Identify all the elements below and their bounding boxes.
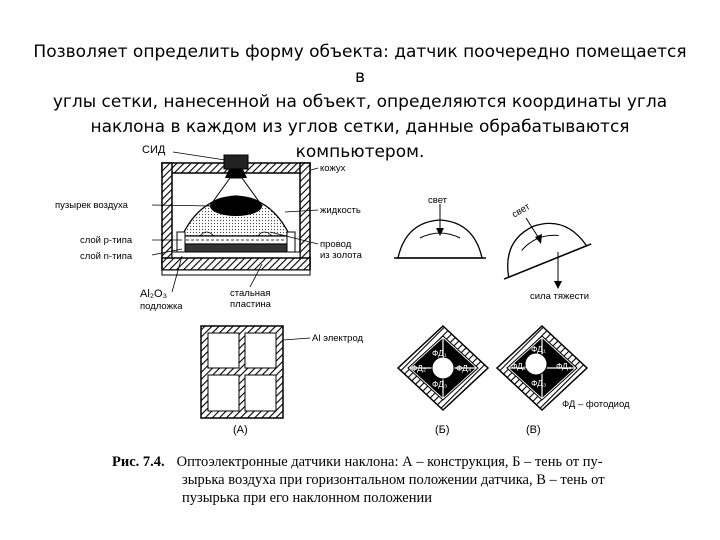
label-gold-wire-2: из золота <box>320 250 363 261</box>
panel-b-fd4: ФД₄ <box>456 363 472 373</box>
al2o3-substrate <box>171 251 301 259</box>
grid-cell-1 <box>207 332 240 369</box>
label-fd-legend: ФД – фотодиод <box>562 399 630 410</box>
label-panel-b: (Б) <box>435 424 450 436</box>
n-type-layer <box>181 243 291 253</box>
slide-text-line-2: углы сетки, нанесенной на объект, опреде… <box>52 92 668 112</box>
base-plate <box>161 269 311 276</box>
electrode-grid: Al электрод (А) <box>200 325 364 436</box>
caption-line-1: Оптоэлектронные датчики наклона: А – кон… <box>176 454 603 470</box>
light-diagrams: свет свет сила тяжести <box>394 195 592 302</box>
panel-c-fd3: ФД₃ <box>531 378 546 388</box>
panel-c-fd2: ФД₂ <box>511 361 526 371</box>
grid-cell-2 <box>244 332 277 369</box>
label-panel-c: (В) <box>526 424 541 436</box>
label-liquid: жидкость <box>320 205 361 216</box>
label-gold-wire-1: провод <box>320 239 352 250</box>
figure-caption: Рис. 7.4. Оптоэлектронные датчики наклона… <box>112 453 672 507</box>
panel-b-fd3: ФД₃ <box>432 379 447 389</box>
sensor-construction: СИД кожух пузырек воздуха жидкость слой … <box>55 144 363 312</box>
panel-c-tilted-shadow: ФД₁ ФД₂ ФД₃ ФД₄ (В) <box>495 324 589 436</box>
label-panel-a: (А) <box>233 424 248 436</box>
led-lens <box>225 169 247 178</box>
air-bubble <box>210 196 262 216</box>
label-light-1: свет <box>428 195 448 206</box>
label-p-layer: слой р-типа <box>80 235 133 246</box>
caption-title: Рис. 7.4. <box>112 454 165 470</box>
housing-right-wall <box>299 162 311 269</box>
grid-cell-3 <box>207 374 240 412</box>
right-contact <box>286 231 296 253</box>
label-steel-1: стальная <box>230 288 270 299</box>
panel-b-fd2: ФД₂ <box>411 363 426 373</box>
label-light-2: свет <box>510 201 533 220</box>
slide-text-line-3: наклона в каждом из углов сетки, данные … <box>90 117 630 162</box>
gold-wire-a <box>199 231 215 237</box>
label-housing: кожух <box>320 163 346 174</box>
panel-c-bubble-shadow <box>524 352 548 376</box>
panel-b-horizontal-shadow: ФД₁ ФД₂ ФД₃ ФД₄ (Б) <box>396 324 490 436</box>
slide-text-line-1: Позволяет определить форму объекта: датч… <box>33 42 687 87</box>
steel-plate <box>161 257 311 271</box>
label-substrate: подложка <box>140 301 183 312</box>
dome-tilted <box>507 222 588 279</box>
panel-b-bubble-shadow <box>431 356 455 380</box>
caption-line-3: пузырька при его наклонном положении <box>182 490 433 506</box>
label-electrode: Al электрод <box>312 333 364 344</box>
gold-wire-b <box>257 231 273 237</box>
led-body <box>223 154 249 170</box>
label-al2o3: Al₂O₃ <box>140 288 167 300</box>
panel-c-fd1: ФД₁ <box>531 344 546 354</box>
panel-c-fd4: ФД₄ <box>556 361 572 371</box>
label-steel-2: пластина <box>230 299 272 310</box>
label-n-layer: слой n-типа <box>80 251 133 262</box>
label-gravity: сила тяжести <box>530 291 589 302</box>
grid-cell-4 <box>244 374 277 412</box>
panel-b-fd1: ФД₁ <box>432 348 447 358</box>
caption-line-2: зырька воздуха при горизонтальном положе… <box>182 472 605 488</box>
label-air-bubble: пузырек воздуха <box>55 200 129 211</box>
label-led: СИД <box>142 144 166 156</box>
slide-description: Позволяет определить форму объекта: датч… <box>30 40 690 165</box>
